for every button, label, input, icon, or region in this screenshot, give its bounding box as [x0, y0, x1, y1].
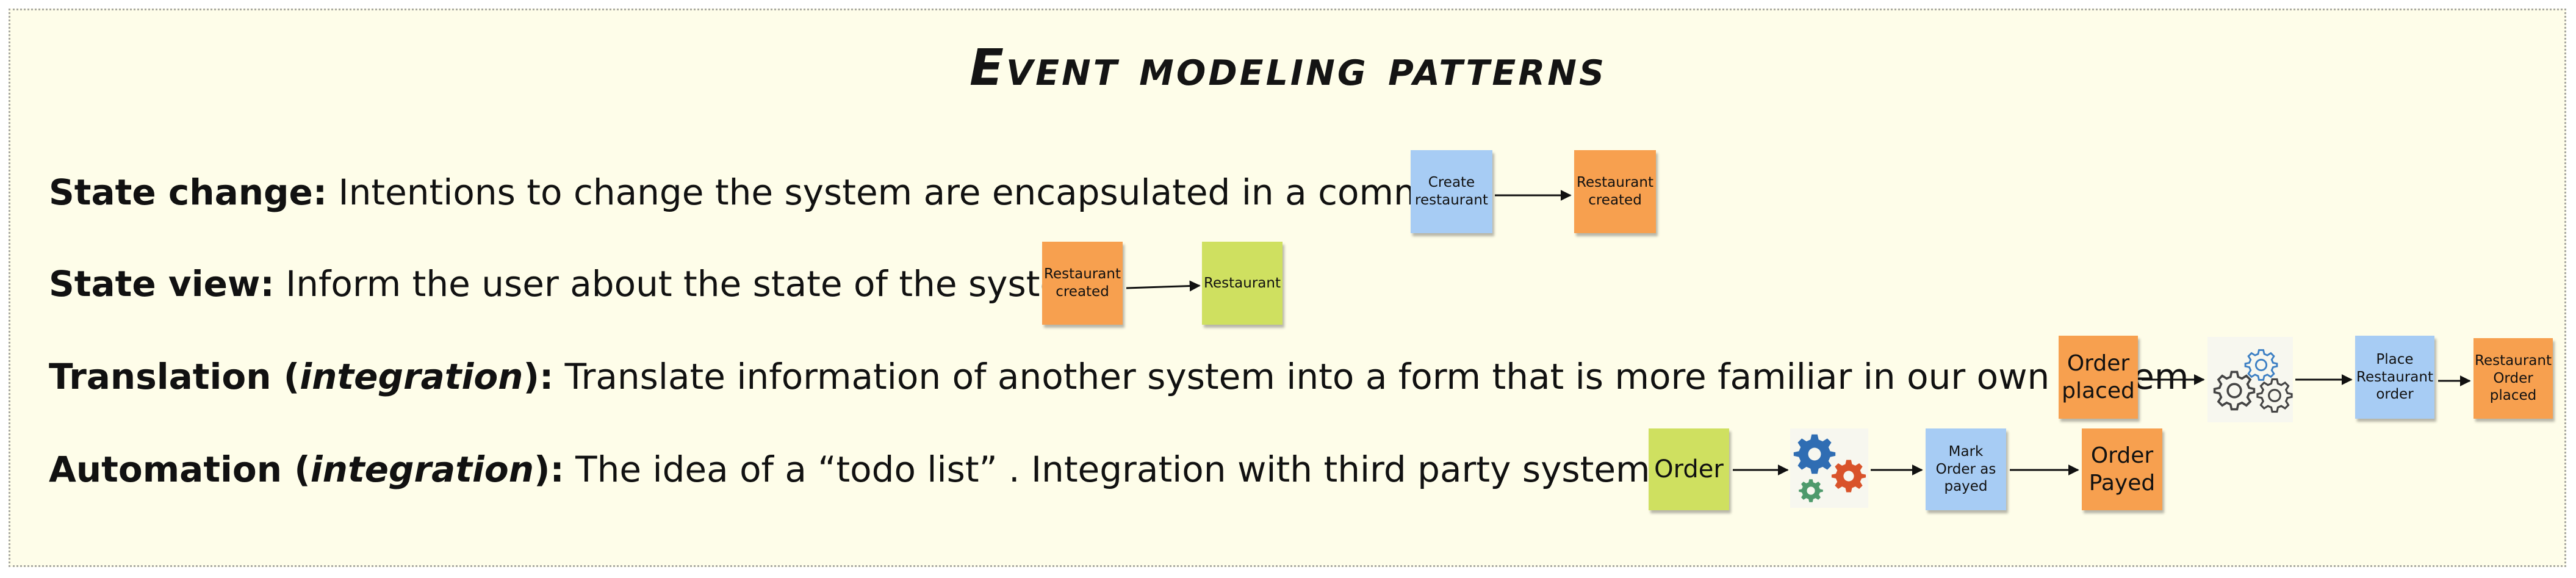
- row-description: Intentions to change the system are enca…: [327, 172, 1495, 213]
- event-sticky-restaurant-created: Restaurant created: [1574, 150, 1656, 233]
- gear-colored-icon: [1790, 428, 1868, 508]
- view-sticky-restaurant: Restaurant: [1202, 242, 1283, 325]
- row-description: The idea of a “todo list” . Integration …: [564, 449, 1669, 490]
- row-label: Translation (integration):: [49, 356, 553, 397]
- row-description: Translate information of another system …: [553, 356, 2189, 397]
- row-automation: Automation (integration): The idea of a …: [49, 452, 1669, 487]
- row-state-view: State view: Inform the user about the st…: [49, 266, 1096, 302]
- row-label: State view:: [49, 263, 275, 305]
- gear-outline-icon: [2207, 337, 2293, 422]
- command-sticky-create-restaurant: Create restaurant: [1411, 150, 1492, 233]
- event-sticky-restaurant-created: Restaurant created: [1042, 242, 1123, 325]
- event-sticky-order-placed: Order placed: [2059, 336, 2138, 419]
- row-state-change: State change: Intentions to change the s…: [49, 175, 1495, 210]
- command-sticky-place-restaurant-order: Place Restaurant order: [2355, 336, 2434, 419]
- row-label-end: ):: [523, 356, 554, 397]
- row-label: State change:: [49, 172, 328, 213]
- page-title: Event modeling patterns: [969, 39, 1607, 97]
- row-label-start: Automation (: [49, 449, 311, 490]
- row-label-end: ):: [534, 449, 564, 490]
- arrow: [1126, 280, 1201, 292]
- event-sticky-order-payed: Order Payed: [2082, 428, 2162, 510]
- row-label-start: Translation (: [49, 356, 300, 397]
- event-sticky-restaurant-order-placed: Restaurant Order placed: [2473, 338, 2553, 419]
- command-sticky-mark-order-as-payed: Mark Order as payed: [1926, 428, 2006, 510]
- row-label-italic: integration: [310, 449, 534, 490]
- view-sticky-order: Order: [1649, 428, 1729, 510]
- row-label: Automation (integration):: [49, 449, 564, 490]
- row-translation: Translation (integration): Translate inf…: [49, 359, 2189, 394]
- row-description: Inform the user about the state of the s…: [274, 263, 1096, 305]
- row-label-italic: integration: [300, 356, 523, 397]
